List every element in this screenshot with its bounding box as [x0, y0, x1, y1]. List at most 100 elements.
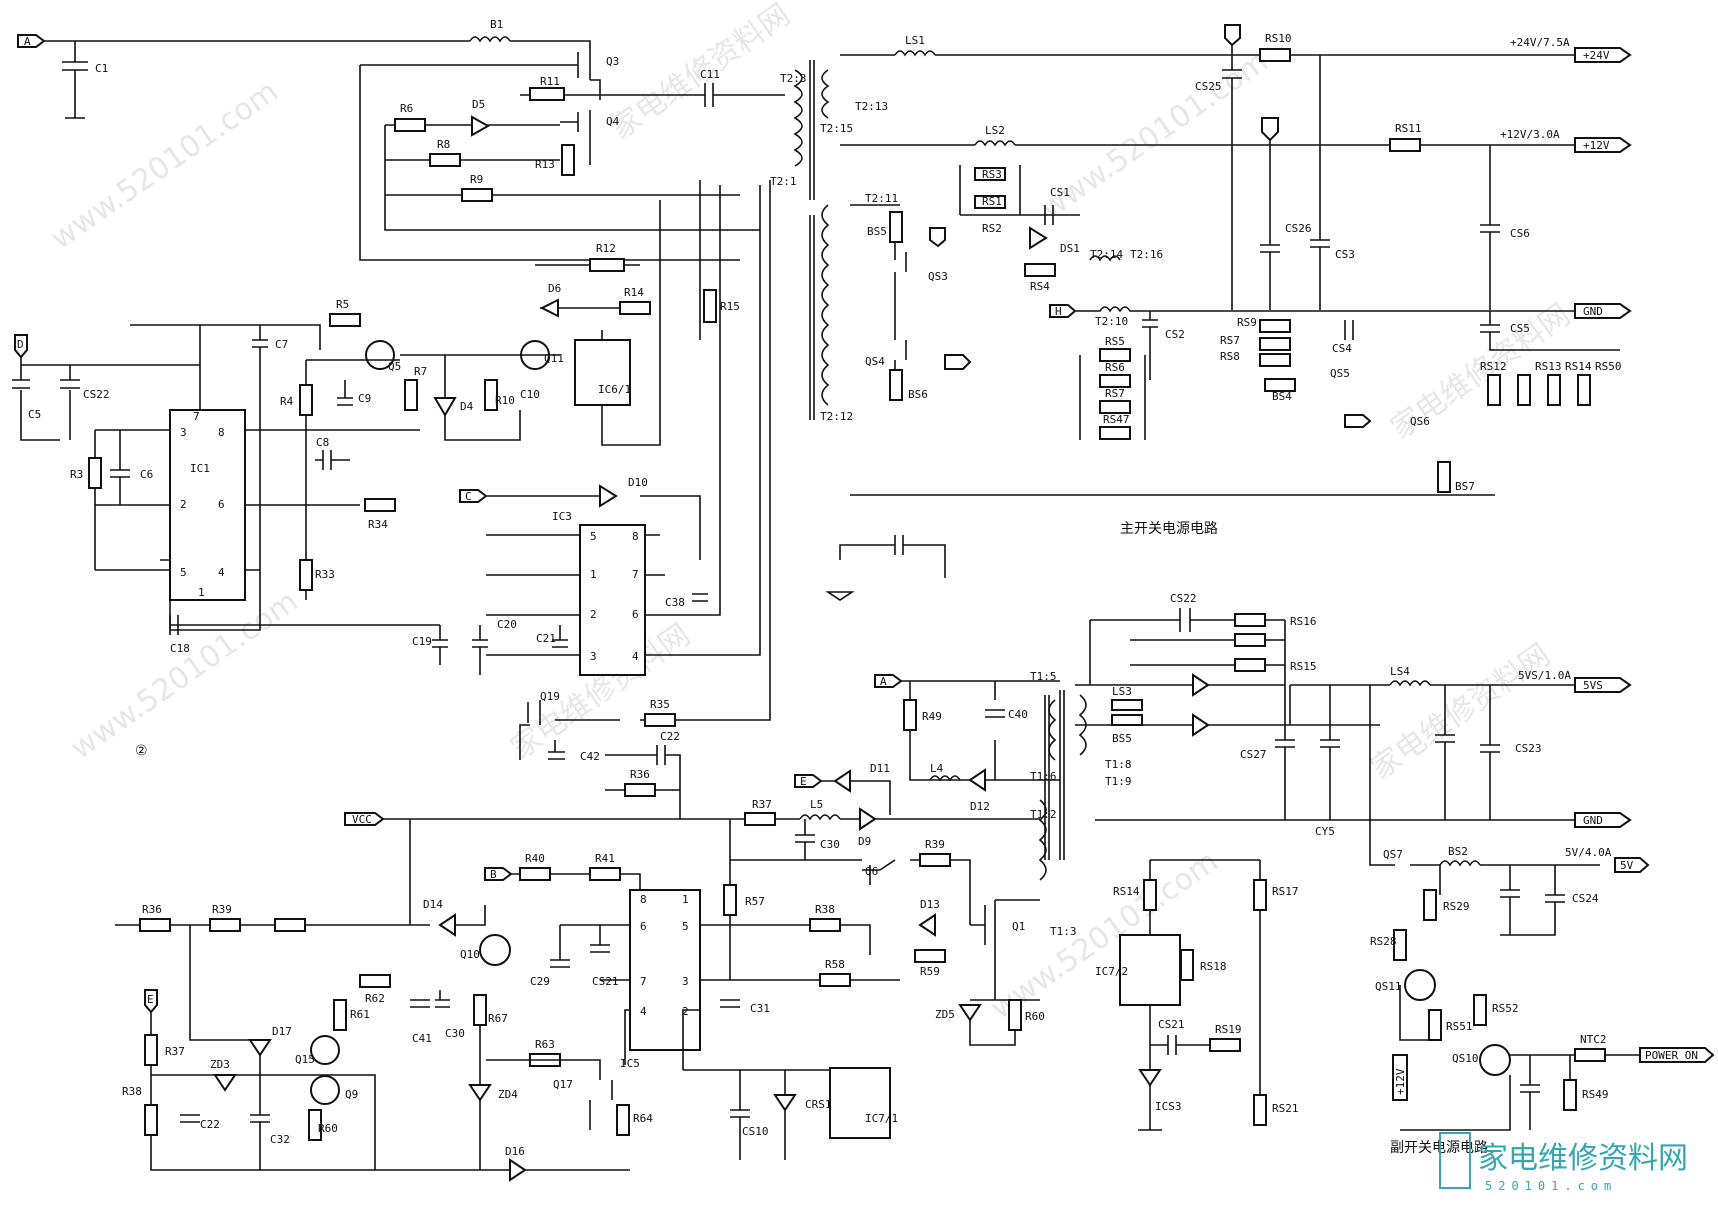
optocoupler-ic7-2 [1119, 934, 1181, 1006]
component-label: RS8 [1220, 350, 1240, 363]
component-label: RS18 [1200, 960, 1227, 973]
watermark-text: www.520101.com [45, 74, 285, 257]
resistor-r56 [139, 918, 171, 932]
svg-text:3: 3 [682, 975, 689, 988]
component-label: RS10 [1265, 32, 1292, 45]
component-label: R3 [70, 468, 83, 481]
component-label: C21 [536, 632, 556, 645]
component-label: R10 [495, 394, 515, 407]
pin-label: T2:10 [1095, 315, 1128, 328]
svg-text:1: 1 [590, 568, 597, 581]
component-label: RS21 [1272, 1102, 1299, 1115]
component-label: C19 [412, 635, 432, 648]
resistor-r34 [364, 498, 396, 512]
port-e-standby [794, 774, 823, 788]
component-label: R39 [212, 903, 232, 916]
port-h [1049, 304, 1077, 318]
transistor-q9 [310, 1075, 340, 1105]
rail-24v-label: +24V [1583, 49, 1610, 62]
component-label: R61 [350, 1008, 370, 1021]
component-label: CRS1 [805, 1098, 832, 1111]
component-label: B1 [490, 18, 503, 31]
transistor-q15 [310, 1035, 340, 1065]
diode-d14 [968, 768, 986, 792]
component-label: Q5 [388, 360, 401, 373]
bead-bs6 [1264, 378, 1296, 392]
book-icon [1439, 1132, 1471, 1189]
component-label: CS3 [1335, 248, 1355, 261]
diode-d11 [859, 807, 877, 831]
resistor-r65 [616, 1104, 630, 1136]
component-label: CS2 [1165, 328, 1185, 341]
pin-label: T2:1 [770, 175, 797, 188]
svg-text:5: 5 [682, 920, 689, 933]
component-label: Q11 [544, 352, 564, 365]
component-label: RS3 [982, 168, 1002, 181]
resistor-r41 [903, 699, 917, 731]
component-label: R9 [470, 173, 483, 186]
resistor-rs50 [1428, 1009, 1442, 1041]
zener-zd4 [773, 1094, 797, 1112]
component-label: RS47 [1103, 413, 1130, 426]
component-label: R13 [535, 158, 555, 171]
rail-gnd-standby-label: GND [1583, 814, 1603, 827]
component-label: C38 [665, 596, 685, 609]
svg-text:8: 8 [640, 893, 647, 906]
component-label: IC7/2 [1095, 965, 1128, 978]
svg-text:7: 7 [632, 568, 639, 581]
standby-supply: T1:5 T1:6 T1:2 T1:8 T1:9 T1:3 A R49 C40 … [115, 592, 1715, 1182]
rail-gnd-label: GND [1583, 305, 1603, 318]
resistor-rs13 [1487, 374, 1501, 406]
svg-text:5: 5 [180, 566, 187, 579]
component-label: R15 [720, 300, 740, 313]
svg-text:6: 6 [640, 920, 647, 933]
transistor-qs10 [1479, 1044, 1511, 1076]
component-label: D14 [423, 898, 443, 911]
resistor-r68 [914, 949, 946, 963]
component-label: CS6 [1510, 227, 1530, 240]
watermark-text: www.520101.com [65, 584, 305, 767]
resistor-r9 [461, 188, 493, 202]
component-label: Q1 [1012, 920, 1025, 933]
port-vcc [344, 812, 385, 826]
component-label: L4 [930, 762, 944, 775]
component-label: QS6 [1410, 415, 1430, 428]
component-label: R4 [280, 395, 294, 408]
component-label: LS3 [1112, 685, 1132, 698]
resistor-rs7 [1099, 400, 1131, 414]
resistor-r58 [144, 1104, 158, 1136]
component-label: C5 [28, 408, 41, 421]
svg-text:1: 1 [682, 893, 689, 906]
resistor-r33 [299, 559, 313, 591]
resistor-rs52 [1574, 1048, 1606, 1062]
pin-label: T2:11 [865, 192, 898, 205]
component-label: C18 [170, 642, 190, 655]
component-label: D5 [472, 98, 485, 111]
resistor-r35 [519, 867, 551, 881]
resistor-r69 [1008, 999, 1022, 1031]
component-label: RS2 [982, 222, 1002, 235]
transistor-q5 [365, 340, 395, 370]
resistor-rs15 [1547, 374, 1561, 406]
component-label: BS7 [1455, 480, 1475, 493]
component-label: BS5 [1112, 732, 1132, 745]
resistor-r49 [644, 713, 676, 727]
component-label: QS11 [1375, 980, 1402, 993]
resistor-rs9 [1259, 353, 1291, 367]
component-label: RS6 [1105, 361, 1125, 374]
component-label: R12 [596, 242, 616, 255]
component-label: CS4 [1332, 342, 1352, 355]
component-label: Q4 [606, 115, 620, 128]
resistor-rs10 [1259, 319, 1291, 333]
component-label: R36 [630, 768, 650, 781]
component-label: C22 [200, 1118, 220, 1131]
component-label: C20 [497, 618, 517, 631]
svg-text:6: 6 [218, 498, 225, 511]
port-power-on-label: POWER ON [1645, 1049, 1698, 1062]
component-label: C41 [412, 1032, 432, 1045]
watermark-text: 家电维修资料网 [1365, 637, 1557, 786]
component-label: IC5 [620, 1057, 640, 1070]
component-label: R38 [122, 1085, 142, 1098]
component-label: R41 [595, 852, 615, 865]
